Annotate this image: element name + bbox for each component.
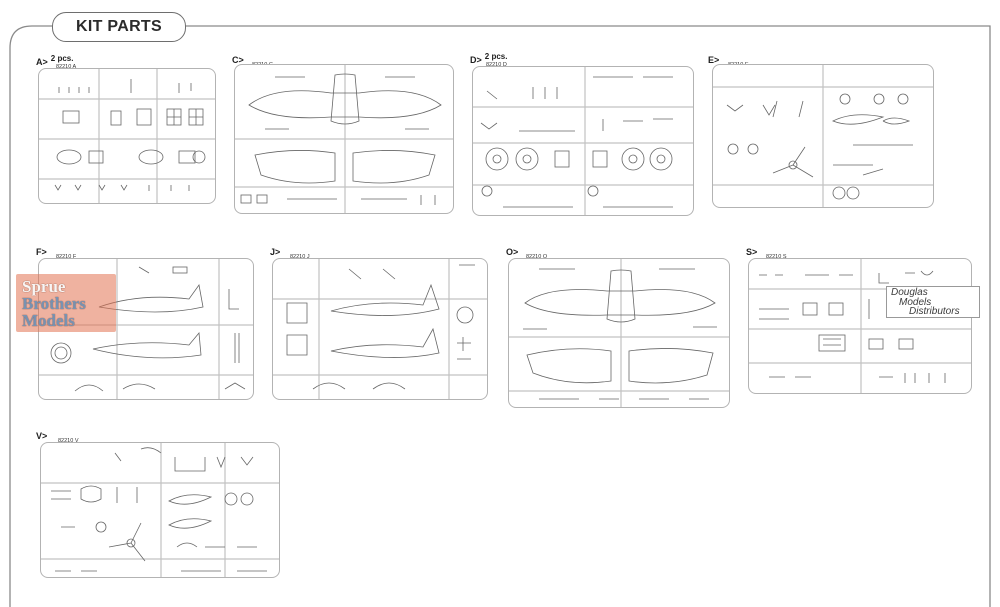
sprue-a-code: 82210 A bbox=[56, 64, 77, 70]
sprue-v-label: V> bbox=[36, 431, 48, 441]
sprue-d bbox=[472, 66, 694, 216]
sprue-v-code: 82210 V bbox=[58, 438, 79, 444]
sprue-j bbox=[272, 258, 488, 400]
sprue-a bbox=[38, 68, 216, 204]
sprue-v bbox=[40, 442, 280, 578]
sprue-brothers-watermark: Sprue Brothers Models bbox=[16, 274, 116, 332]
sprue-s-label: S> bbox=[746, 247, 758, 257]
sprue-o bbox=[508, 258, 730, 408]
sprue-e bbox=[712, 64, 934, 208]
sprue-o-label: O> bbox=[506, 247, 519, 257]
sprue-c bbox=[234, 64, 454, 214]
sprue-d-code: 82210 D bbox=[486, 62, 507, 68]
sprue-o-code: 82210 O bbox=[526, 254, 548, 260]
sprue-d-label: D>2 pcs. bbox=[470, 52, 508, 65]
sprue-s-code: 82210 S bbox=[766, 254, 787, 260]
sprue-j-code: 82210 J bbox=[290, 254, 310, 260]
sprue-e-label: E> bbox=[708, 55, 720, 65]
sprue-f-label: F> bbox=[36, 247, 47, 257]
sprue-s bbox=[748, 258, 972, 394]
sprue-a-label: A>2 pcs. bbox=[36, 54, 74, 67]
sprue-j-label: J> bbox=[270, 247, 281, 257]
sprue-f-code: 82210 F bbox=[56, 254, 77, 260]
douglas-models-watermark: Douglas Models Distributors bbox=[886, 286, 980, 318]
sprue-c-label: C> bbox=[232, 55, 244, 65]
kit-parts-title: KIT PARTS bbox=[52, 12, 186, 42]
